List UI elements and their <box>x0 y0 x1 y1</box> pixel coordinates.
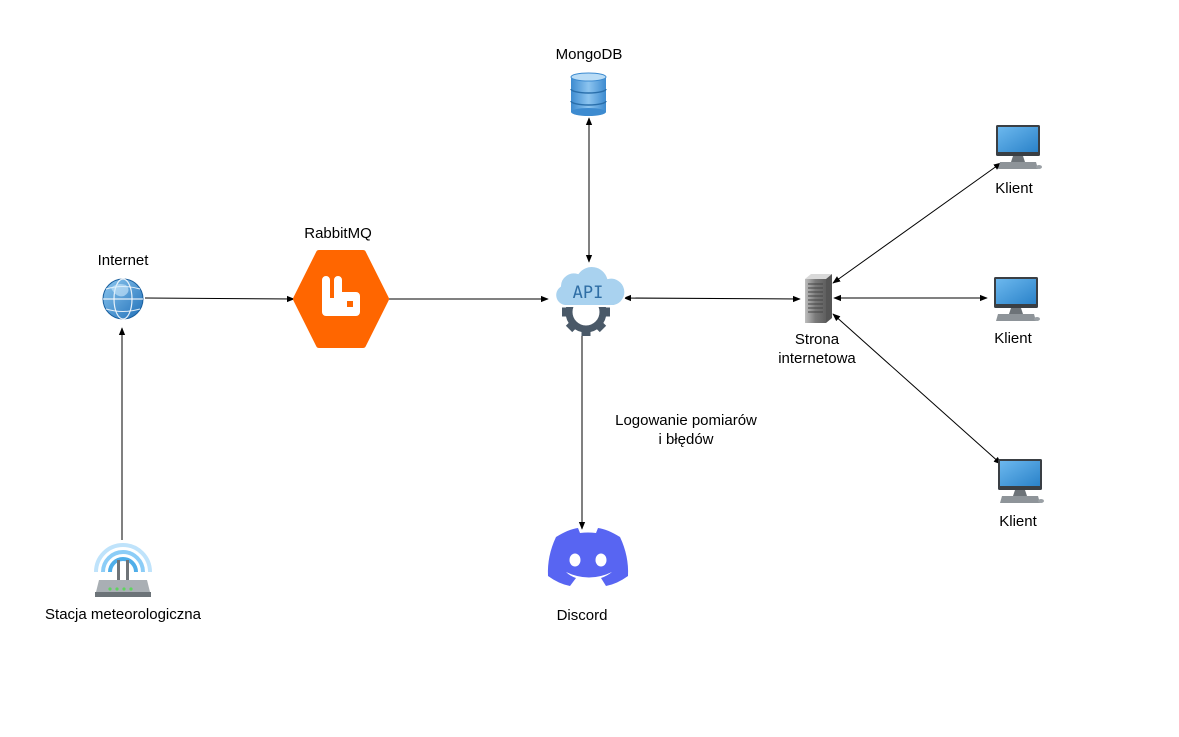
node-label-station: Stacja meteorologiczna <box>45 606 201 623</box>
node-label-client2: Klient <box>994 330 1032 347</box>
client1-computer <box>996 125 1042 169</box>
node-label-client1: Klient <box>995 180 1033 197</box>
api-node-label: API <box>573 283 604 303</box>
rabbitmq-icon <box>293 250 389 348</box>
discord-icon <box>547 528 629 586</box>
edge-label-logging-line2: i błędów <box>658 431 714 448</box>
node-label-website-line1: Strona <box>794 331 840 348</box>
edge-website-client1 <box>832 162 1002 284</box>
client3-computer <box>998 459 1044 503</box>
globe-icon <box>102 278 144 320</box>
desktop-computer-icon <box>994 277 1040 321</box>
router-wifi-icon <box>94 543 152 597</box>
edge-internet-rabbitmq <box>144 295 295 303</box>
desktop-computer-icon <box>998 459 1044 503</box>
node-label-rabbitmq: RabbitMQ <box>304 225 372 242</box>
server-icon <box>805 274 832 323</box>
node-label-website-line2: internetowa <box>778 350 856 367</box>
node-label-discord: Discord <box>556 607 608 624</box>
edge-api-website <box>623 294 801 303</box>
database-icon <box>570 72 607 116</box>
client2-computer <box>994 277 1040 321</box>
node-label-mongodb: MongoDB <box>555 46 623 63</box>
node-label-website: Strona internetowa <box>757 330 877 368</box>
node-label-client3: Klient <box>999 513 1037 530</box>
api-cloud-gear-icon: API <box>554 265 627 336</box>
connections <box>118 117 1002 540</box>
edge-label-logging-line1: Logowanie pomiarów <box>615 412 757 429</box>
edge-label-logging: Logowanie pomiarów i błędów <box>596 411 776 449</box>
node-label-internet: Internet <box>97 252 149 269</box>
desktop-computer-icon <box>996 125 1042 169</box>
edge-website-client3 <box>832 313 1002 465</box>
